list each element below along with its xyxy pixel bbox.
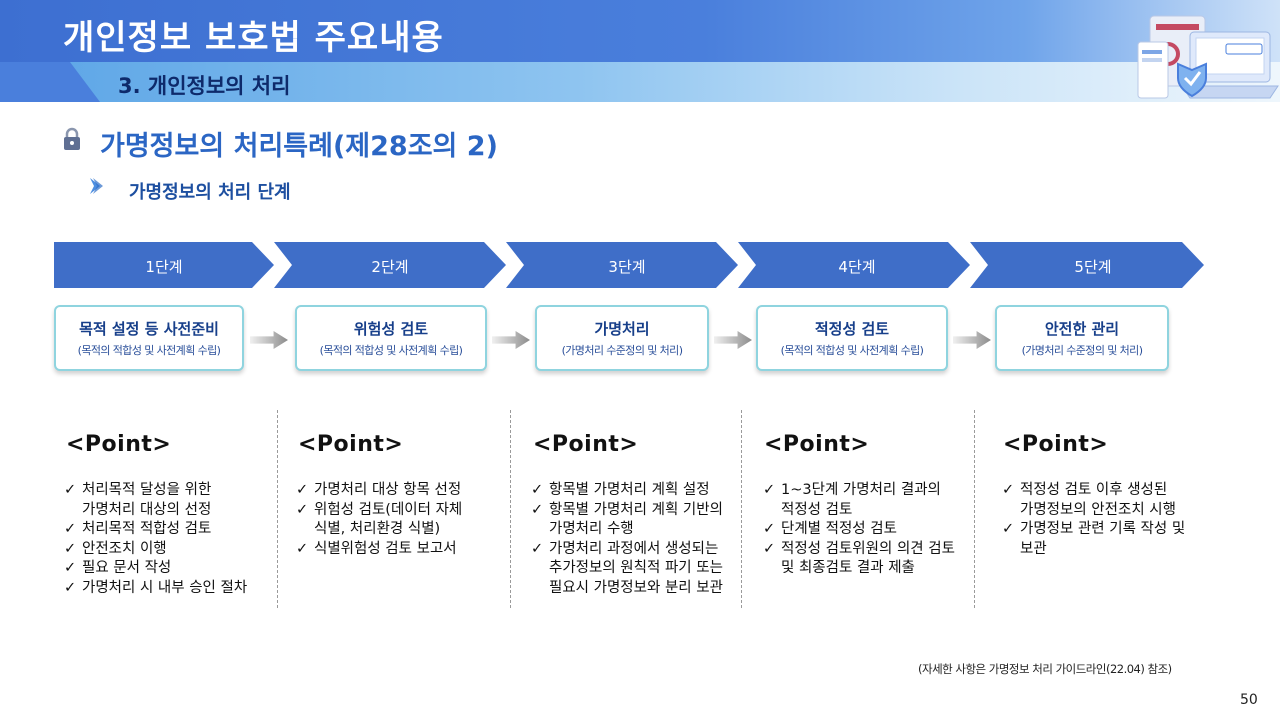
section-title: 가명정보의 처리특례(제28조의 2) <box>100 131 498 162</box>
stage-1-label: 1단계 <box>145 258 183 276</box>
step-title: 안전한 관리 <box>1044 320 1120 338</box>
step-subtitle: (목적의 적합성 및 사전계획 수립) <box>319 344 463 357</box>
stage-3-arrow <box>506 242 738 288</box>
page-title: 개인정보 보호법 주요내용 <box>63 18 444 58</box>
list-item: 안전조치 이행 <box>64 540 247 560</box>
step-box-2: 위험성 검토 (목적의 적합성 및 사전계획 수립) <box>295 305 487 371</box>
stage-5-arrow <box>970 242 1204 288</box>
security-laptop-icon <box>1137 15 1279 99</box>
step-subtitle: (가명처리 수준정의 및 처리) <box>1021 344 1143 357</box>
list-item: 항목별 가명처리 계획 설정 <box>531 481 723 501</box>
lock-icon <box>64 127 80 150</box>
list-item: 식별위험성 검토 보고서 <box>296 540 462 560</box>
page-subtitle: 3. 개인정보의 처리 <box>118 74 291 98</box>
connector-arrow-icon <box>492 331 530 349</box>
page-number: 50 <box>1240 692 1258 708</box>
connector-arrow-icon <box>714 331 752 349</box>
column-divider <box>741 410 742 608</box>
subsection-title: 가명정보의 처리 단계 <box>129 182 291 203</box>
list-item: 적정성 검토위원의 의견 검토및 최종검토 결과 제출 <box>763 540 955 579</box>
point-heading-3: <Point> <box>533 432 639 457</box>
stage-3-label: 3단계 <box>608 258 646 276</box>
point-heading-5: <Point> <box>1003 432 1109 457</box>
step-box-3: 가명처리 (가명처리 수준정의 및 처리) <box>535 305 709 371</box>
step-box-5: 안전한 관리 (가명처리 수준정의 및 처리) <box>995 305 1169 371</box>
step-subtitle: (가명처리 수준정의 및 처리) <box>561 344 683 357</box>
list-item: 가명정보 관련 기록 작성 및보관 <box>1002 520 1185 559</box>
connector-arrow-icon <box>953 331 991 349</box>
stage-1-arrow <box>54 242 274 288</box>
chevron-right-icon <box>90 178 103 194</box>
step-title: 위험성 검토 <box>353 320 429 338</box>
step-title: 목적 설정 등 사전준비 <box>79 320 219 338</box>
stage-2-label: 2단계 <box>371 258 409 276</box>
list-item: 처리목적 적합성 검토 <box>64 520 247 540</box>
point-heading-4: <Point> <box>764 432 870 457</box>
column-divider <box>510 410 511 608</box>
subheader-bar <box>0 62 1280 102</box>
header-bar <box>0 0 1280 62</box>
footnote: (자세한 사항은 가명정보 처리 가이드라인(22.04) 참조) <box>918 662 1172 676</box>
column-divider <box>277 410 278 608</box>
step-title: 가명처리 <box>594 320 650 338</box>
step-subtitle: (목적의 적합성 및 사전계획 수립) <box>77 344 221 357</box>
list-item: 가명처리 시 내부 승인 절차 <box>64 579 247 599</box>
list-item: 가명처리 대상 항목 선정 <box>296 481 462 501</box>
column-divider <box>974 410 975 608</box>
step-box-1: 목적 설정 등 사전준비 (목적의 적합성 및 사전계획 수립) <box>54 305 244 371</box>
stage-4-label: 4단계 <box>838 258 876 276</box>
list-item: 단계별 적정성 검토 <box>763 520 955 540</box>
step-box-4: 적정성 검토 (목적의 적합성 및 사전계획 수립) <box>756 305 948 371</box>
step-subtitle: (목적의 적합성 및 사전계획 수립) <box>780 344 924 357</box>
point-heading-2: <Point> <box>298 432 404 457</box>
stage-5-label: 5단계 <box>1074 258 1112 276</box>
connector-arrow-icon <box>250 331 288 349</box>
list-item: 필요 문서 작성 <box>64 559 247 579</box>
stage-4-arrow <box>738 242 970 288</box>
point-heading-1: <Point> <box>66 432 172 457</box>
step-title: 적정성 검토 <box>814 320 890 338</box>
stage-2-arrow <box>274 242 506 288</box>
